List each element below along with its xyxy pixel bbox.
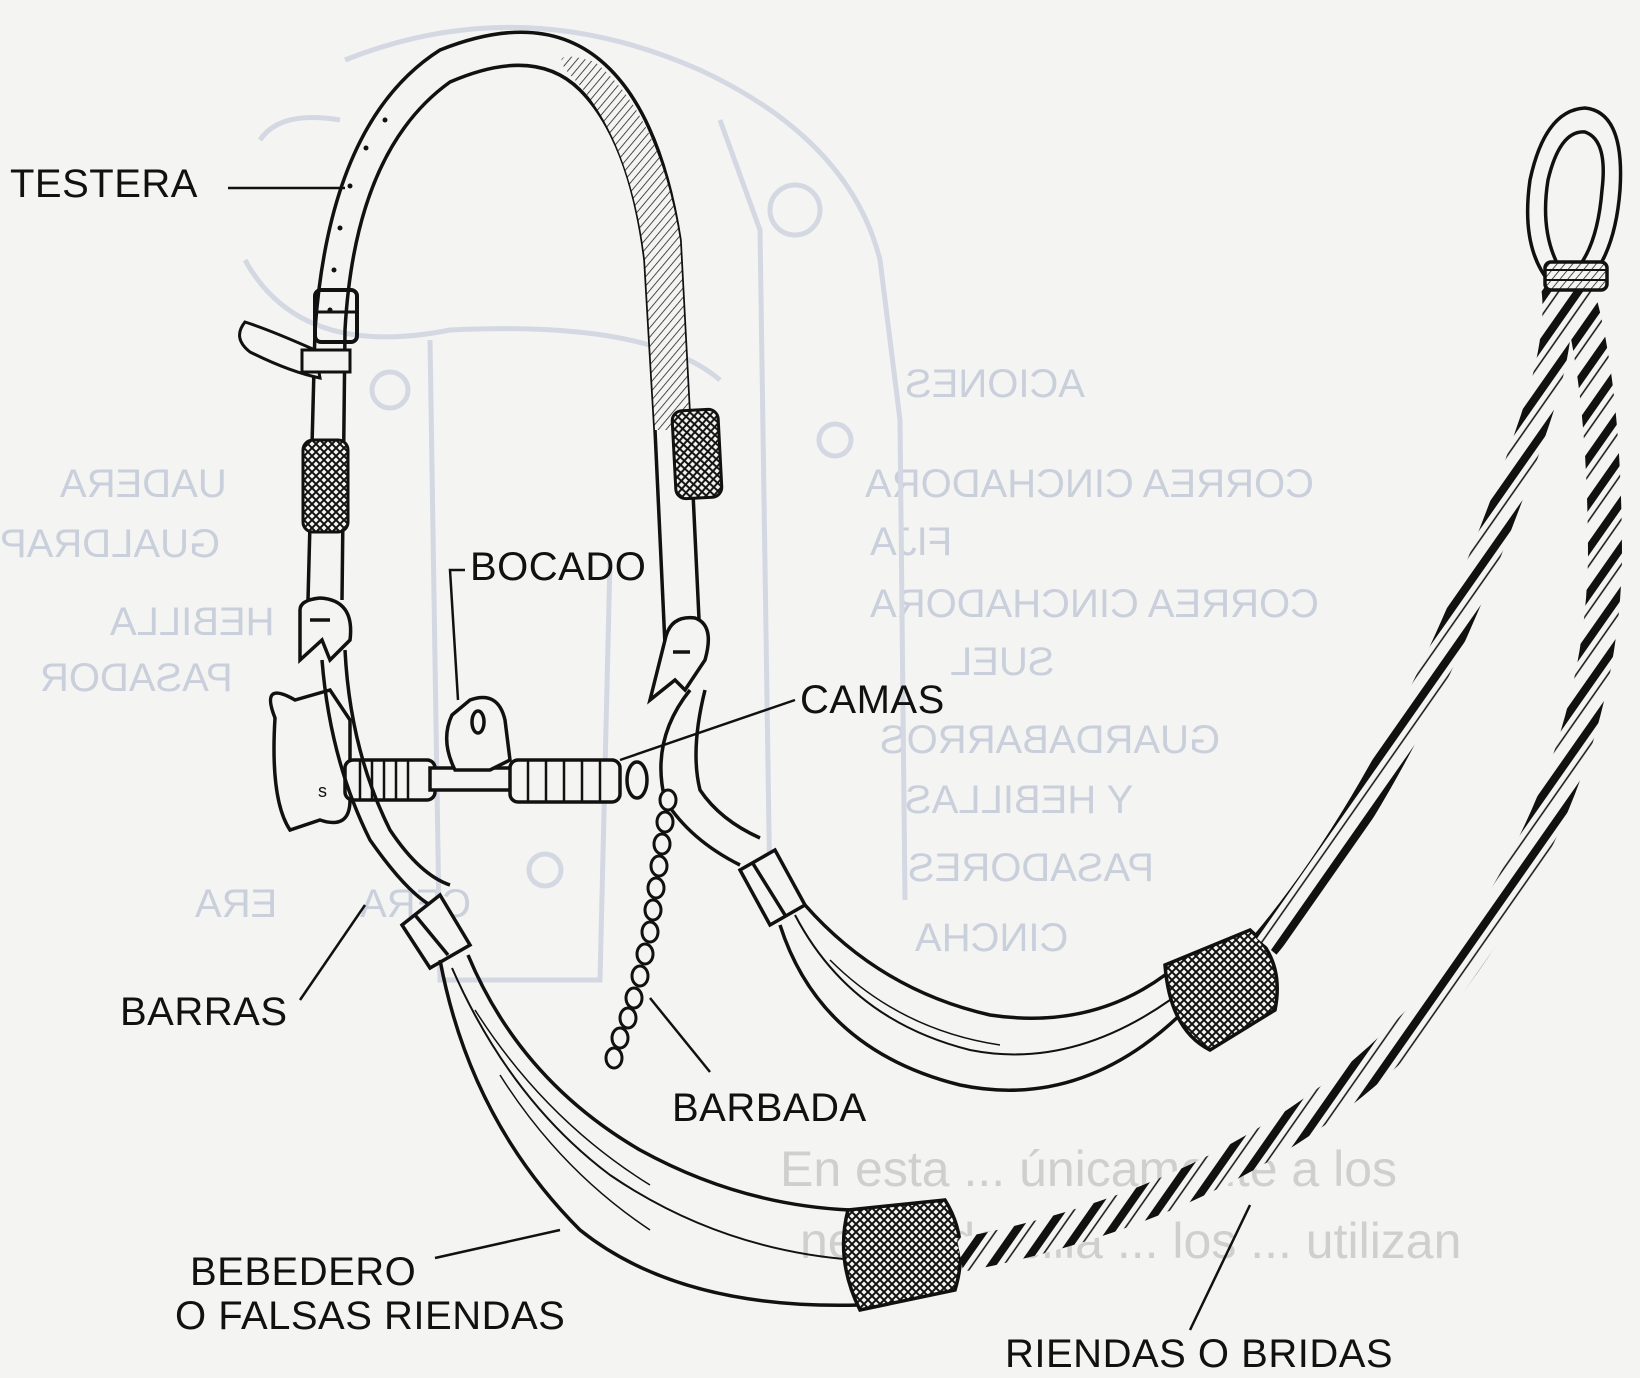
rein-keeper-right [740,850,805,925]
bit: s [271,598,761,905]
curb-chain [606,790,676,1068]
label-bebedero-line2: O FALSAS RIENDAS [175,1294,565,1338]
label-bocado: BOCADO [470,545,646,589]
label-bebedero: BEBEDERO O FALSAS RIENDAS [190,1250,565,1338]
rope-end-loop [1528,108,1621,290]
headstall-knot-left [303,440,348,532]
label-testera: TESTERA [10,162,198,206]
rein-knot-upper [1165,930,1277,1050]
svg-text:s: s [318,781,327,801]
rein-knot-lower [844,1200,961,1310]
label-camas: CAMAS [800,678,945,722]
upper-reins [780,905,1180,1090]
label-riendas: RIENDAS O BRIDAS [1005,1332,1393,1376]
label-barbada: BARBADA [672,1086,867,1130]
label-bebedero-line1: BEBEDERO [190,1250,416,1294]
rein-keeper-left [402,895,470,968]
label-barras: BARRAS [120,990,288,1034]
headstall-knot-right [672,409,723,499]
rope-reins [960,280,1605,1255]
